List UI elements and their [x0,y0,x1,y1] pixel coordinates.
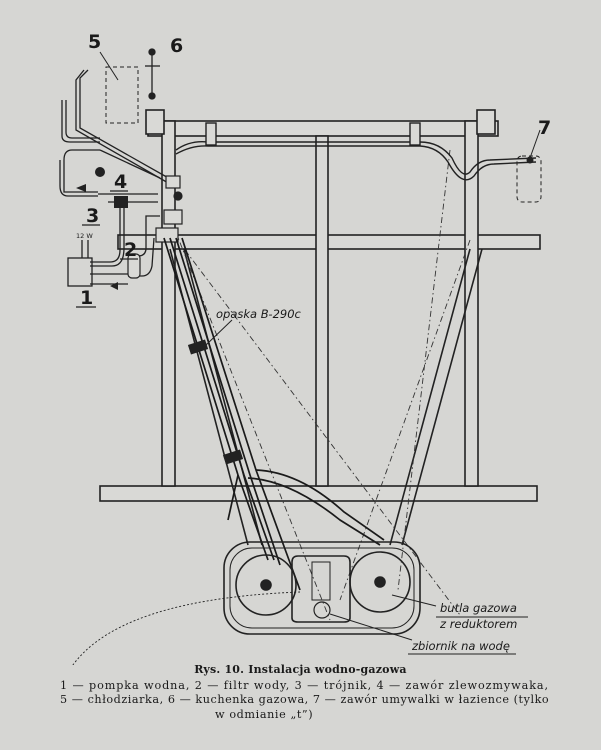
tank-cradle [223,541,421,635]
right-post [464,120,479,487]
water-gas-installation-diagram: 5 6 7 4 3 2 1 12 W opaska B-290c butla g… [59,31,551,665]
caption-line: w odmianie „t”) [215,707,314,721]
label-6: 6 [170,35,183,57]
label-bottle-1: butla gazowa [440,601,517,615]
upper-crossbar [117,234,541,250]
water-pump-1 [67,257,93,287]
band-clamp [187,339,209,355]
hose-bundle [163,237,385,591]
center-post [315,135,329,487]
top-beam [147,120,499,137]
pipe-clamp [409,122,421,146]
gas-stove-6 [145,48,160,100]
chassis-frame [99,109,541,502]
arrow-mark [76,184,86,192]
label-4: 4 [114,171,127,193]
label-5: 5 [88,31,101,53]
arrow-mark [110,282,118,290]
label-bottle-2: z reduktorem [439,617,517,631]
figure-caption: Rys. 10. Instalacja wodno-gazowa 1 — pom… [0,663,601,722]
caption-line: 5 — chłodziarka, 6 — kuchenka gazowa, 7 … [60,693,550,706]
label-band: opaska B-290c [216,307,302,321]
leader-tank [329,613,413,641]
band-clamp [222,449,244,465]
caption-title: Rys. 10. Instalacja wodno-gazowa [194,663,407,676]
water-pipework [59,69,173,285]
label-voltage: 12 W [76,232,93,240]
bottle-left [235,554,297,616]
label-7: 7 [538,117,551,139]
pipe-junction [155,175,183,243]
label-tank: zbiornik na wodę [411,639,510,653]
pipe-clamp [205,122,217,146]
label-3: 3 [86,205,99,227]
leader-7 [529,129,541,159]
caption-line: 1 — pompka wodna, 2 — filtr wody, 3 — tr… [60,678,549,692]
water-filter-2 [127,253,141,279]
leader-band [205,319,233,346]
label-1: 1 [80,287,93,309]
leader-curve [72,591,301,665]
left-post-cap [145,109,165,135]
label-2: 2 [124,239,137,261]
upper-gas-line [175,122,537,181]
tank-assembly [223,541,421,635]
sink-valve-4 [95,167,105,177]
leader-5 [99,51,119,81]
water-tank [291,555,351,623]
leader-bottle [391,594,437,607]
tee-fitting-3 [114,196,128,208]
right-post-cap [476,109,496,135]
refrigerator-5 [105,66,139,124]
floor-beam [99,485,538,502]
